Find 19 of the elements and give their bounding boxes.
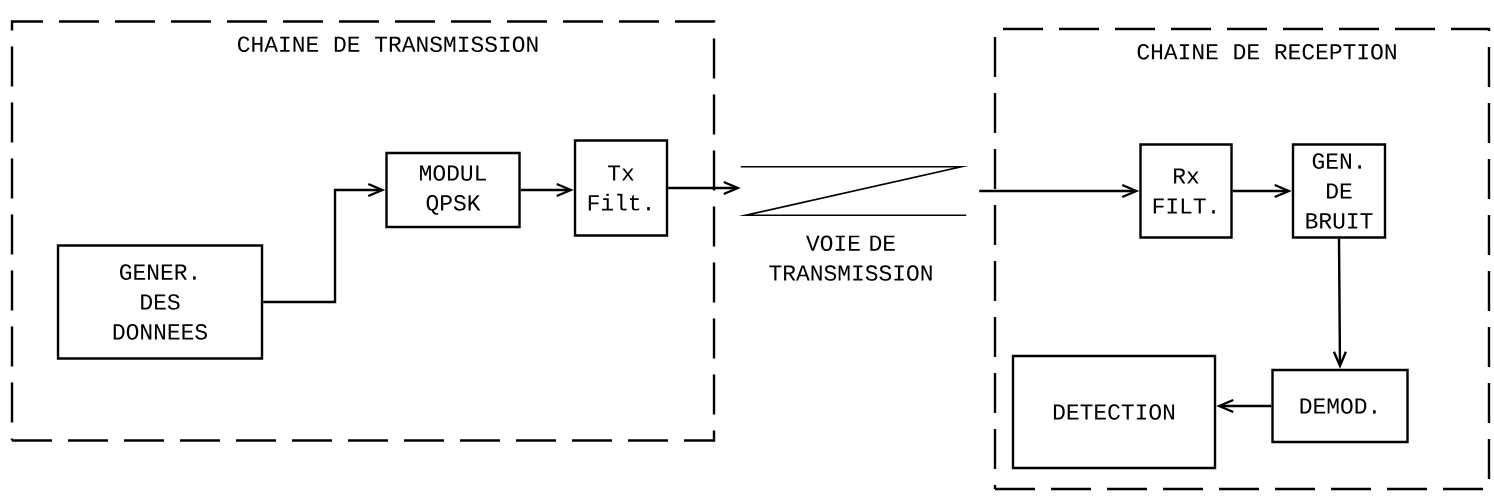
block-box: MODUL QPSK (385, 151, 521, 229)
arrow (1232, 183, 1292, 199)
arrow (1332, 238, 1347, 369)
dashed-frame (993, 27, 1491, 491)
arrow (520, 182, 574, 198)
block-box: Tx Filt. (573, 139, 669, 237)
arrow (1216, 398, 1272, 414)
block-box: GEN. DE BRUIT (1291, 143, 1387, 239)
frame-heading: CHAINE DE RECEPTION (1137, 44, 1396, 60)
channel-label: VOIE DE TRANSMISSION (769, 235, 932, 281)
block-box: DEMOD. (1271, 368, 1409, 444)
block-box: DETECTION (1011, 354, 1217, 470)
arrow (668, 180, 741, 196)
frame-heading: CHAINE DE TRANSMISSION (238, 36, 538, 53)
arrow (979, 183, 1140, 199)
block-box: Rx FILT. (1139, 143, 1233, 239)
block-box: GENER. DES DONNEES (56, 244, 264, 360)
arrow (263, 182, 386, 304)
dashed-frame (10, 20, 716, 442)
